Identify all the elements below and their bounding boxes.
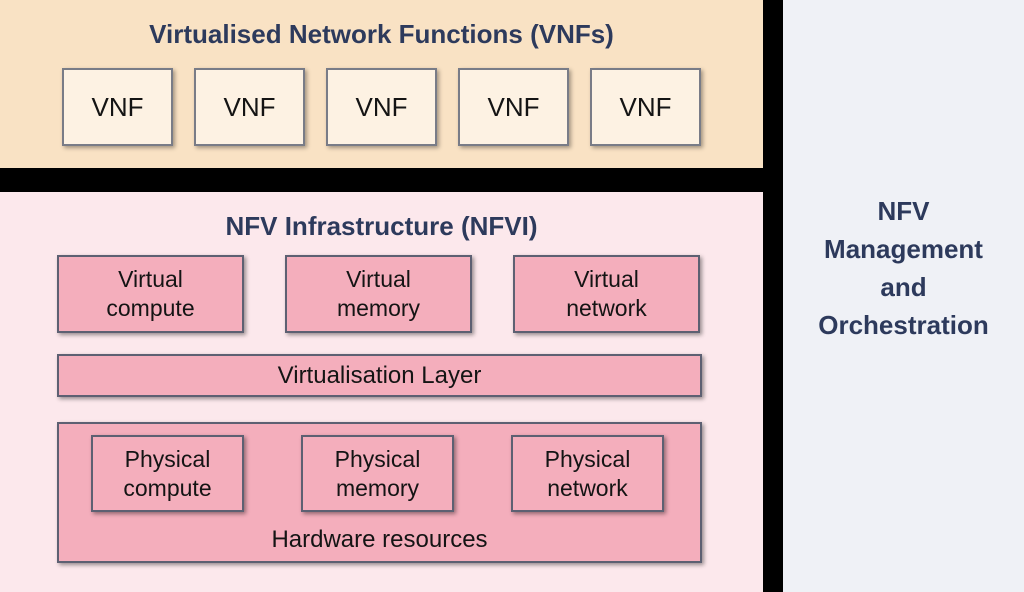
mano-line-1: NFV xyxy=(877,196,930,226)
mano-line-3: and xyxy=(880,272,927,302)
nfvi-section: NFV Infrastructure (NFVI) Virtual comput… xyxy=(0,192,763,592)
physical-compute-box: Physical compute xyxy=(91,435,244,512)
vnf-section: Virtualised Network Functions (VNFs) VNF… xyxy=(0,0,763,168)
vnf-box-3: VNF xyxy=(326,68,437,146)
mano-panel: NFV Management and Orchestration xyxy=(783,0,1024,592)
physical-network-box: Physical network xyxy=(511,435,664,512)
virtual-memory-box: Virtual memory xyxy=(285,255,472,333)
mano-line-2: Management xyxy=(824,234,983,264)
vnf-box-2: VNF xyxy=(194,68,305,146)
hardware-resources-label: Hardware resources xyxy=(271,526,488,553)
nfvi-section-title: NFV Infrastructure (NFVI) xyxy=(225,211,538,241)
mano-panel-title: NFV Management and Orchestration xyxy=(783,0,1024,344)
vnf-box-1: VNF xyxy=(62,68,173,146)
virtualisation-layer-bar: Virtualisation Layer xyxy=(57,354,702,397)
mano-line-4: Orchestration xyxy=(818,310,989,340)
physical-resources-row: Physical compute Physical memory Physica… xyxy=(91,435,664,512)
vnf-box-row: VNF VNF VNF VNF VNF xyxy=(0,68,763,146)
vnf-box-4: VNF xyxy=(458,68,569,146)
vnf-section-title: Virtualised Network Functions (VNFs) xyxy=(149,19,614,49)
hardware-resources-box: Physical compute Physical memory Physica… xyxy=(57,422,702,563)
vnf-box-5: VNF xyxy=(590,68,701,146)
virtual-network-box: Virtual network xyxy=(513,255,700,333)
physical-memory-box: Physical memory xyxy=(301,435,454,512)
virtual-resources-row: Virtual compute Virtual memory Virtual n… xyxy=(57,255,700,333)
virtual-compute-box: Virtual compute xyxy=(57,255,244,333)
